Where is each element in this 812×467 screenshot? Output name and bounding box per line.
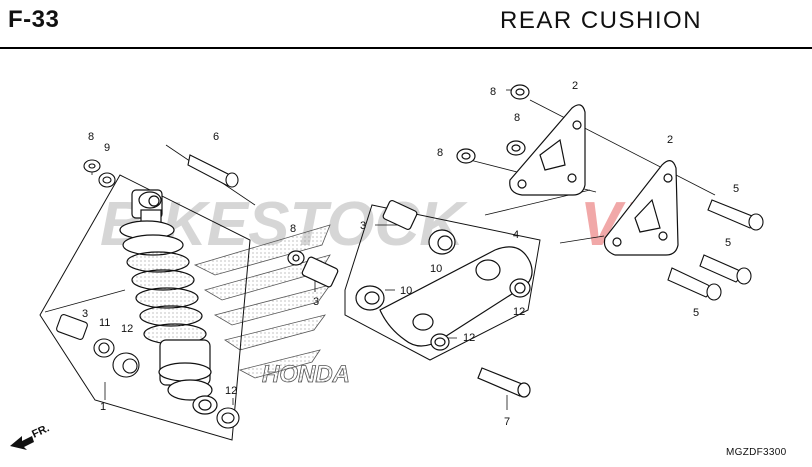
- callout-2: 2: [667, 134, 673, 146]
- callout-8: 8: [514, 112, 520, 124]
- linkage-group-outline: [344, 204, 541, 361]
- collar-3-upper: [382, 199, 418, 231]
- collar-3-left: [56, 314, 88, 340]
- honda-wing-logo: HONDA: [193, 224, 350, 388]
- front-direction-arrow: FR.: [10, 422, 51, 450]
- callout-3: 3: [360, 220, 366, 232]
- callout-12: 12: [225, 385, 237, 397]
- page-header: F-33 REAR CUSHION: [0, 0, 812, 49]
- bracket-2-lower: [603, 160, 679, 256]
- shock-parts: [56, 154, 240, 429]
- callout-12: 12: [463, 332, 475, 344]
- callout-9: 9: [104, 142, 110, 154]
- callout-3: 3: [82, 308, 88, 320]
- bolts-5: [667, 199, 764, 301]
- callout-7: 7: [504, 416, 510, 428]
- callout-8: 8: [88, 131, 94, 143]
- callout-5: 5: [693, 307, 699, 319]
- arrow-icon: [10, 436, 34, 450]
- callout-12: 12: [513, 306, 525, 318]
- callout-12: 11: [99, 317, 110, 329]
- callout-labels: 8 9 6 8 2 8 8 2 5 3 4 5 10 8 3 10 12 5 3…: [82, 80, 739, 428]
- callout-8: 8: [490, 86, 496, 98]
- callout-2: 2: [572, 80, 578, 92]
- collar-3-middle: [301, 256, 339, 288]
- cushion-arm-linkage: [287, 199, 533, 398]
- callout-5: 5: [725, 237, 731, 249]
- callout-6: 6: [213, 131, 219, 143]
- group-outlines: [39, 174, 541, 441]
- figure-code: F-33: [8, 6, 60, 33]
- watermark: BIKESTOCK VN: [100, 190, 667, 259]
- header-divider: [0, 47, 812, 49]
- callout-8: 8: [437, 147, 443, 159]
- callout-1: 1: [100, 401, 106, 413]
- callout-8: 8: [290, 223, 296, 235]
- callout-10: 10: [430, 263, 442, 275]
- callout-11: 12: [121, 323, 133, 335]
- fr-label: FR.: [30, 422, 51, 440]
- shock-group-outline: [39, 174, 251, 441]
- callout-3: 3: [313, 296, 319, 308]
- callout-4: 4: [513, 229, 519, 241]
- catalog-number: MGZDF3300: [726, 447, 787, 458]
- callout-5: 5: [733, 183, 739, 195]
- honda-logo-text: HONDA: [262, 361, 350, 388]
- callout-10: 10: [400, 285, 412, 297]
- rear-shock-absorber: [119, 189, 218, 415]
- figure-title: REAR CUSHION: [500, 7, 703, 34]
- cushion-brackets: [456, 84, 679, 256]
